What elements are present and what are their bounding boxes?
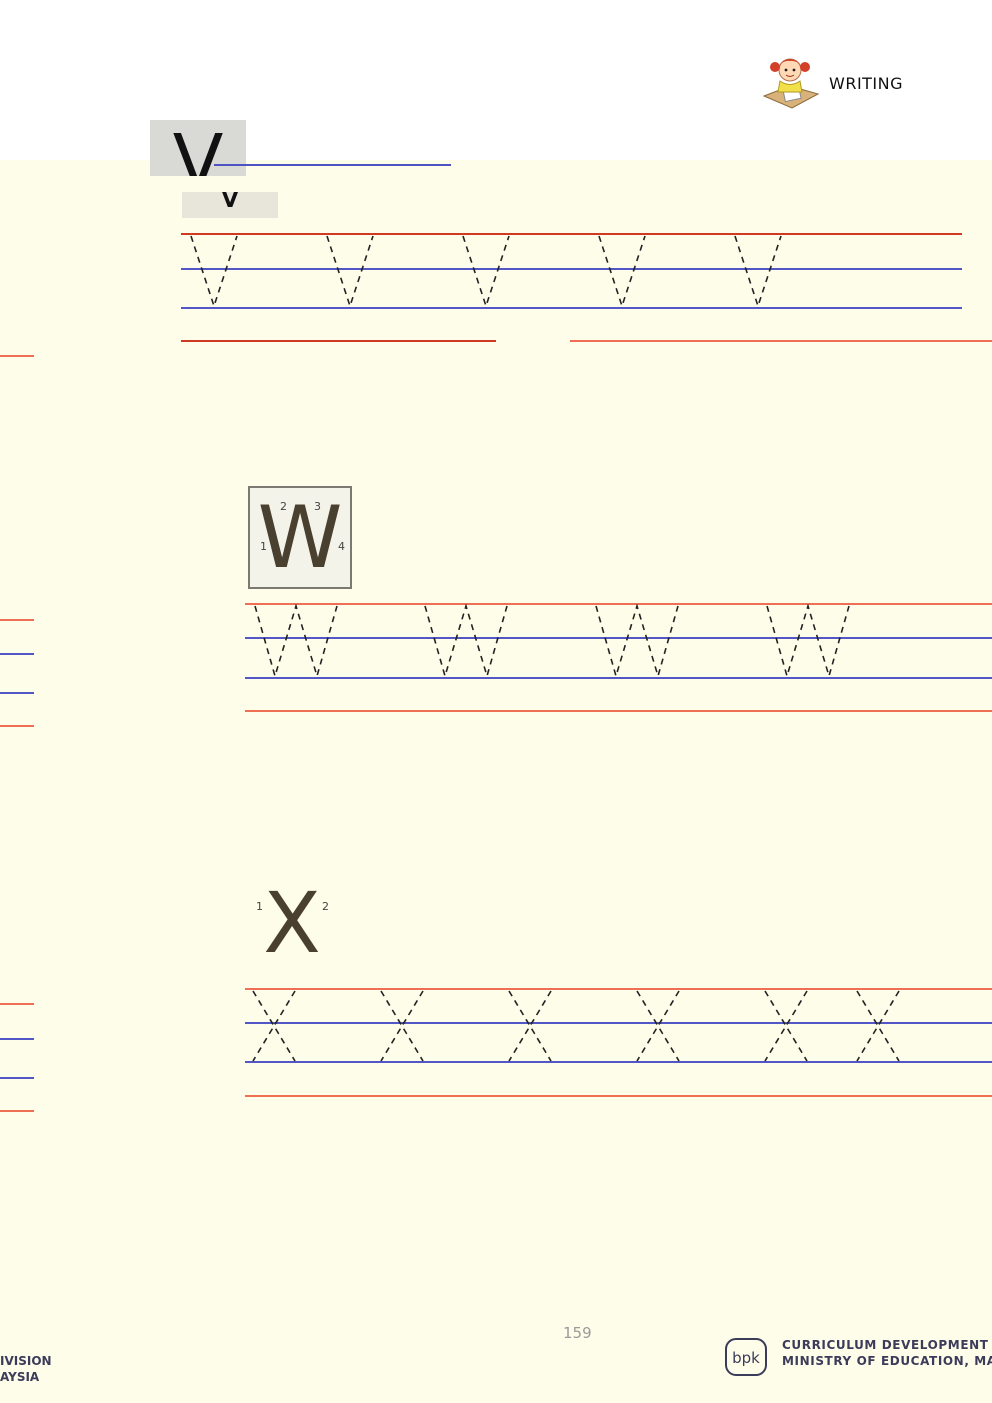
footer-right-line: MINISTRY OF EDUCATION, MALA: [782, 1354, 992, 1368]
margin-tick: [0, 619, 34, 621]
letter-v-glyph: V: [172, 120, 224, 176]
guide-line-base: [245, 1061, 992, 1063]
guide-line-base: [245, 677, 992, 679]
bpk-logo-text: bpk: [732, 1349, 760, 1367]
footer-right-line: CURRICULUM DEVELOPMENT D: [782, 1338, 992, 1352]
margin-tick: [0, 725, 34, 727]
stroke-number: 3: [314, 500, 321, 513]
stroke-number: 1: [260, 540, 267, 553]
guide-line-top: [181, 233, 962, 235]
letter-w-model: W 2 3 1 4: [248, 486, 352, 589]
margin-tick: [0, 1003, 34, 1005]
guide-line-mid: [181, 268, 962, 270]
guide-line-bottom: [181, 340, 496, 342]
letter-w-glyph: W: [257, 487, 343, 588]
page-title: WRITING: [829, 74, 904, 93]
guide-line-base: [181, 307, 962, 309]
trace-row-v[interactable]: [181, 234, 962, 310]
margin-tick: [0, 1077, 34, 1079]
guide-line-bottom: [245, 710, 992, 712]
footer-ministry-text: CURRICULUM DEVELOPMENT D MINISTRY OF EDU…: [782, 1337, 992, 1369]
letter-v-model-fragment: V: [182, 192, 278, 218]
stroke-number: 4: [338, 540, 345, 553]
guide-line-bottom: [570, 340, 992, 342]
bpk-logo-icon: bpk: [725, 1338, 767, 1376]
guide-line-mid: [245, 637, 992, 639]
footer-left-line: IVISION: [0, 1354, 52, 1368]
margin-tick: [0, 692, 34, 694]
girl-writing-icon: [762, 58, 820, 109]
trace-row-w[interactable]: [245, 604, 992, 680]
margin-tick: [0, 653, 34, 655]
guide-line-bottom: [245, 1095, 992, 1097]
guide-line-top: [245, 603, 992, 605]
guide-line-top: [245, 988, 992, 990]
stroke-number: 1: [256, 900, 263, 913]
page-background: [0, 160, 992, 1403]
margin-tick: [0, 1038, 34, 1040]
stroke-number: 2: [322, 900, 329, 913]
guide-line-fragment: [214, 164, 451, 166]
letter-v-model: V 1: [150, 120, 246, 176]
letter-x-glyph: X: [263, 882, 321, 964]
footer-left-line: AYSIA: [0, 1370, 40, 1384]
margin-tick: [0, 355, 34, 357]
trace-row-x[interactable]: [245, 989, 992, 1065]
guide-line-mid: [245, 1022, 992, 1024]
letter-x-model: X 1 2: [252, 882, 332, 964]
margin-tick: [0, 1110, 34, 1112]
stroke-number: 2: [280, 500, 287, 513]
letter-v-fragment-glyph: V: [216, 192, 244, 217]
page-number: 159: [563, 1324, 592, 1342]
footer-division-text: IVISION AYSIA: [0, 1353, 52, 1385]
